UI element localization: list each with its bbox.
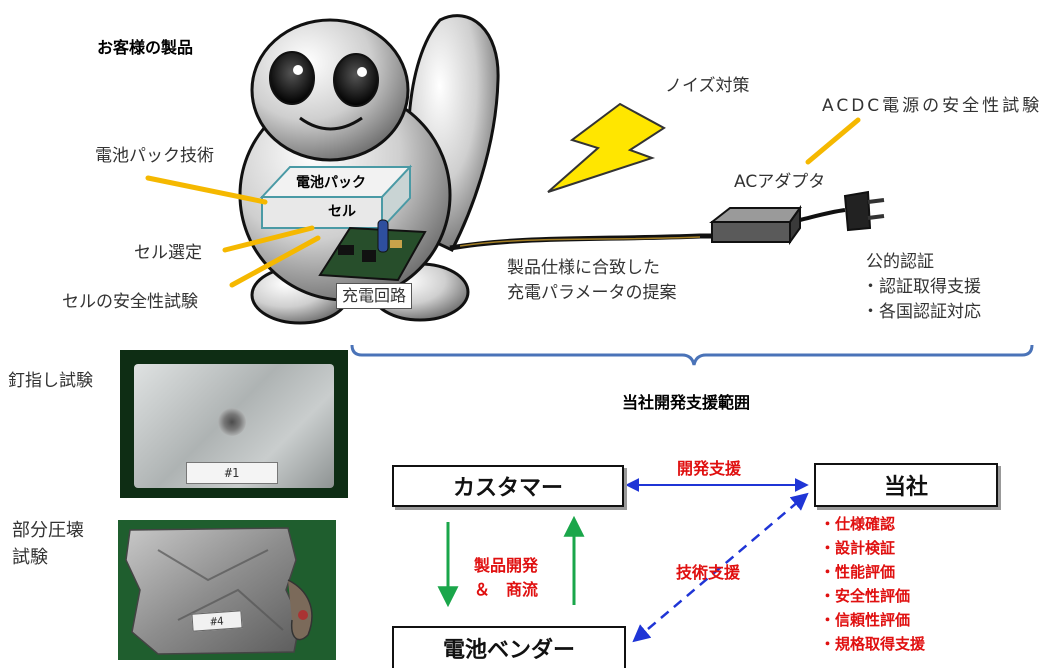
vendor-box: 電池ベンダー	[392, 626, 626, 668]
crush-sample-tag: #4	[191, 610, 243, 632]
label-public-cert: 公的認証	[866, 252, 934, 272]
label-cell-selection: セル選定	[134, 243, 202, 263]
lightning-bolt-icon	[547, 102, 666, 193]
ac-adapter-illustration	[709, 190, 885, 246]
label-battery-pack-tech: 電池パック技術	[95, 146, 214, 166]
label-charge-param-1: 製品仕様に合致した	[507, 258, 660, 278]
pointer-lines	[145, 117, 861, 288]
support-item: ・設計検証	[820, 539, 896, 557]
support-item: ・安全性評価	[820, 587, 911, 605]
nail-test-photo: #1	[120, 350, 348, 498]
label-product-dev-1: 製品開発	[474, 556, 539, 575]
label-nail-test: 釘指し試験	[8, 371, 93, 391]
label-noise: ノイズ対策	[665, 76, 750, 96]
nail-sample-tag: #1	[186, 462, 278, 484]
label-product-dev-2: ＆ 商流	[474, 580, 539, 599]
product-title: お客様の製品	[97, 38, 194, 57]
support-item: ・規格取得支援	[820, 635, 926, 653]
company-box: 当社	[814, 463, 998, 507]
circuit-board-illustration	[318, 219, 427, 282]
label-country-cert: ・各国認証対応	[862, 302, 981, 322]
label-charging-circuit: 充電回路	[336, 283, 413, 309]
label-cert-support: ・認証取得支援	[862, 277, 981, 297]
support-item: ・信頼性評価	[820, 611, 911, 629]
label-dev-support: 開発支援	[677, 459, 742, 478]
company-support-list: ・仕様確認 ・設計検証 ・性能評価 ・安全性評価 ・信頼性評価 ・規格取得支援	[820, 512, 925, 656]
label-cell: セル	[328, 204, 356, 220]
label-crush-test-2: 試験	[12, 547, 48, 568]
support-item: ・仕様確認	[820, 515, 896, 533]
scope-brace	[350, 344, 1034, 366]
label-charge-param-2: 充電パラメータの提案	[507, 283, 677, 303]
label-crush-test-1: 部分圧壊	[12, 520, 84, 541]
label-battery-pack: 電池パック	[296, 175, 366, 191]
crush-test-photo: #4	[118, 520, 336, 660]
battery-pack-illustration	[259, 164, 413, 231]
label-ac-adapter: ACアダプタ	[734, 172, 826, 192]
customer-box: カスタマー	[392, 465, 624, 507]
label-tech-support: 技術支援	[676, 563, 741, 582]
label-cell-safety-test: セルの安全性試験	[62, 292, 198, 312]
label-acdc-safety: ACDC電源の安全性試験	[822, 96, 1043, 116]
label-support-scope: 当社開発支援範囲	[622, 393, 751, 412]
flow-arrows	[437, 478, 809, 643]
support-item: ・性能評価	[820, 563, 896, 581]
